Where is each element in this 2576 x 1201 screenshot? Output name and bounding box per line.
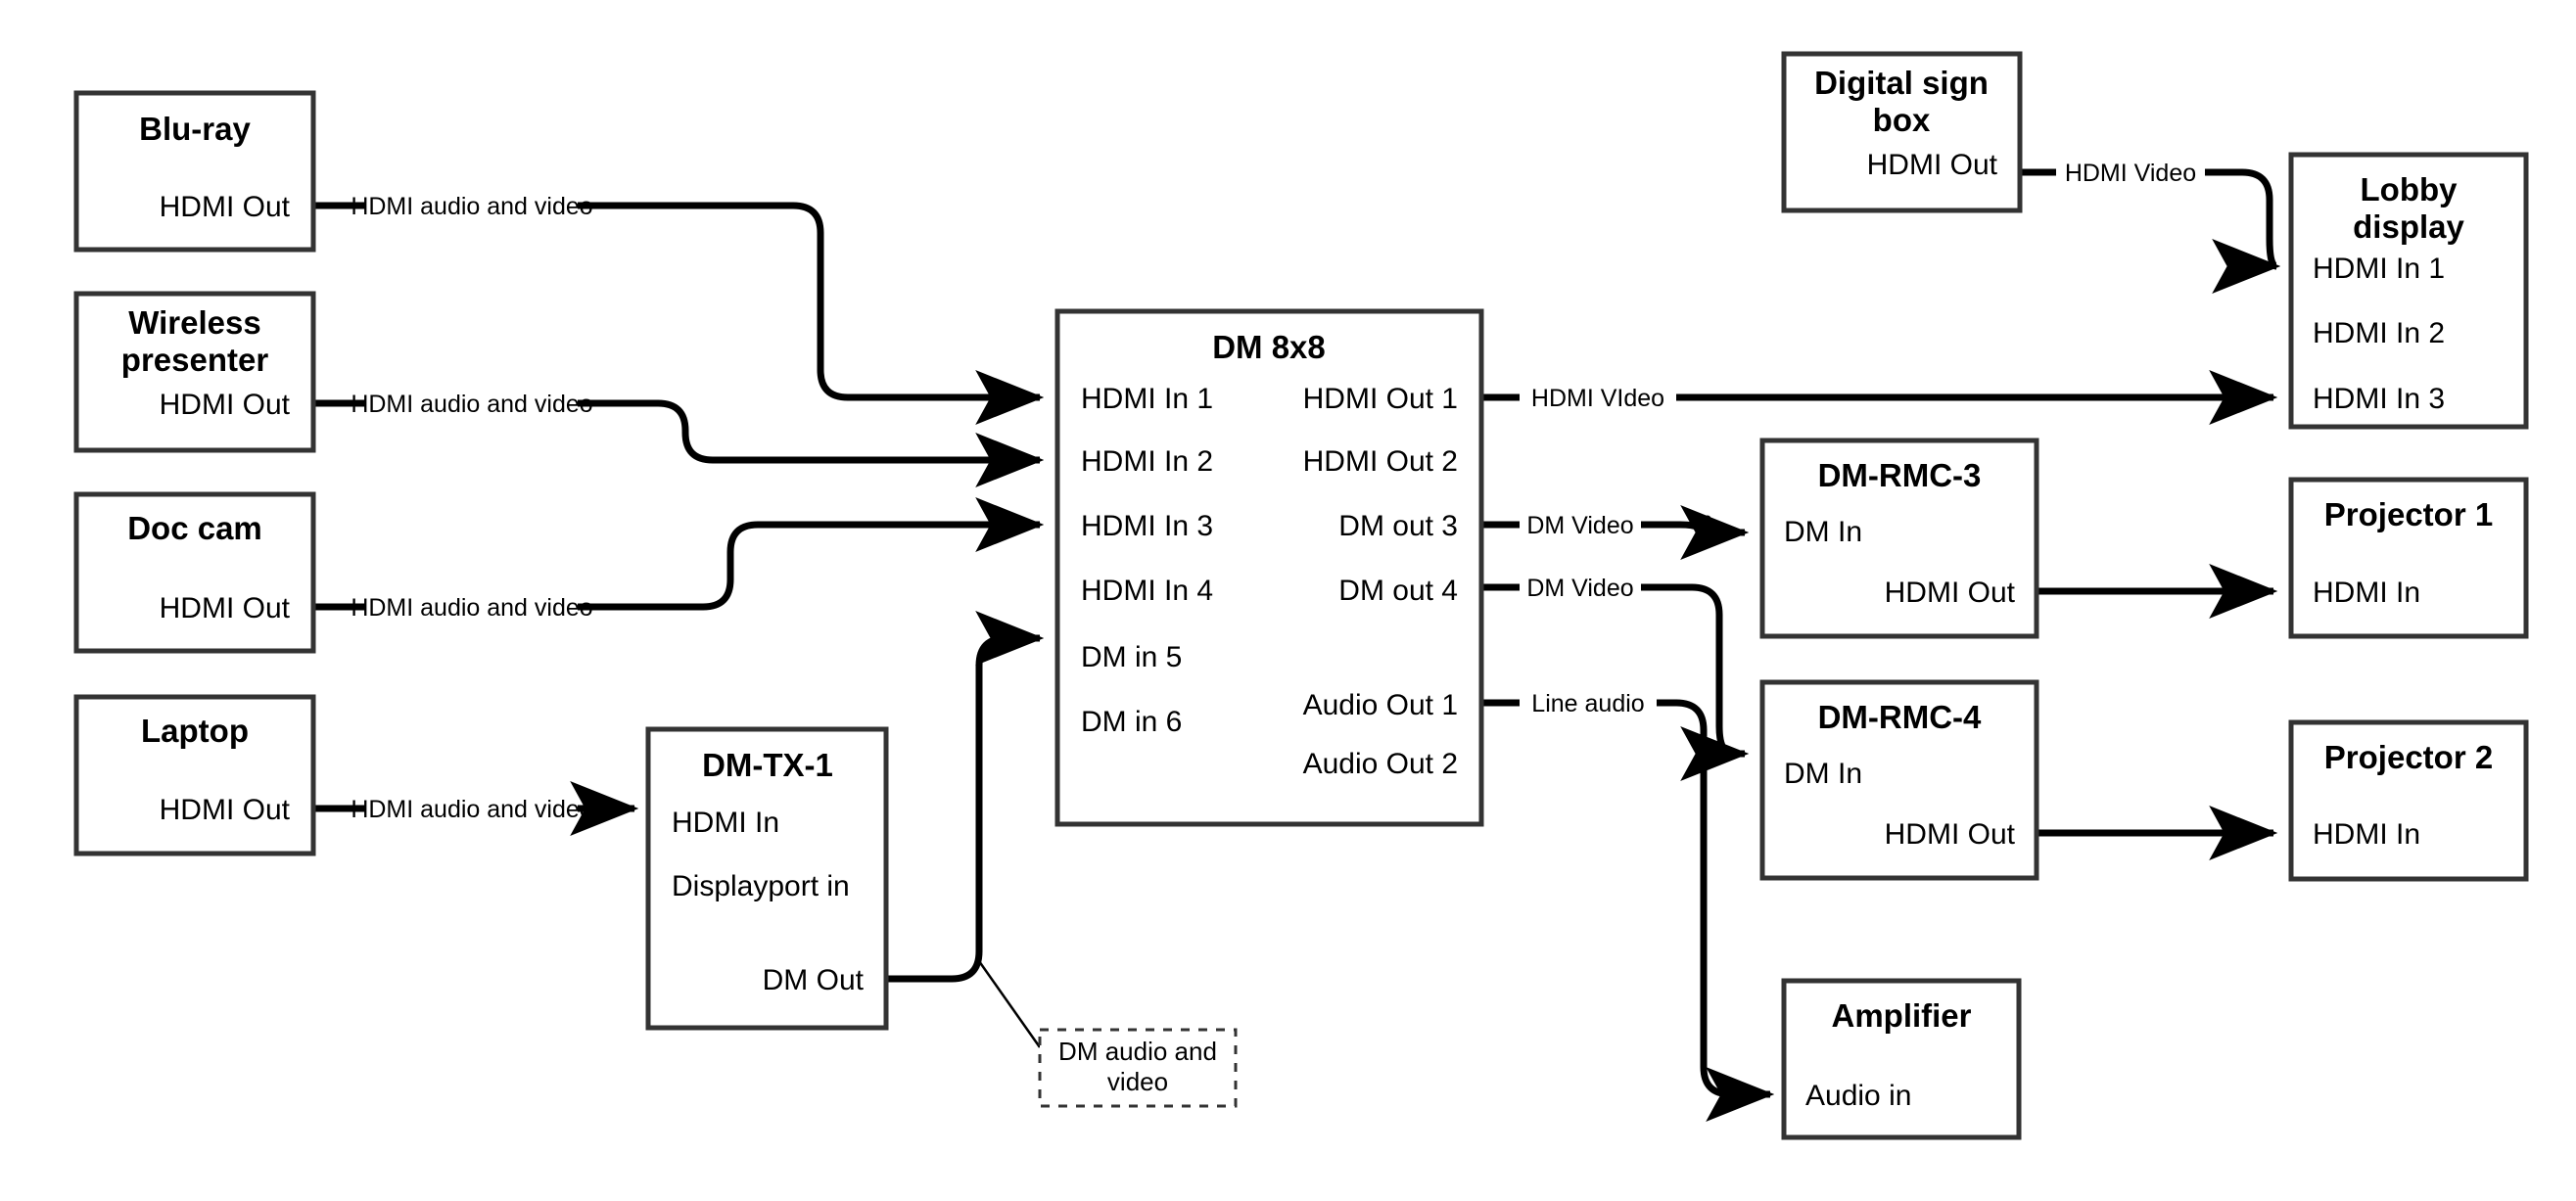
node-dm-8x8-output-hdmi-out-1: HDMI Out 1 <box>1303 383 1458 415</box>
node-projector-2-port-hdmi-in: HDMI In <box>2313 818 2420 851</box>
node-wireless-presenter-title-line1: Wireless <box>128 304 260 341</box>
node-lobby-display-input-hdmi-in-1: HDMI In 1 <box>2313 253 2445 285</box>
node-projector-1[interactable]: Projector 1 HDMI In <box>2288 477 2529 639</box>
edge-label-sign-to-lobby: HDMI Video <box>2065 160 2196 187</box>
wire-dmtx1-to-dm8x8 <box>886 611 1045 983</box>
node-dm-rmc-4-title: DM-RMC-4 <box>1818 699 1982 735</box>
node-dm-8x8-input-dm-in-5: DM in 5 <box>1081 641 1182 673</box>
annotation-dm-audio-and-video: DM audio and video <box>1038 1028 1238 1108</box>
node-wireless-presenter-box[interactable] <box>73 291 316 453</box>
edge-label-dm8x8-out4-to-rmc4: DM Video <box>1526 575 1633 602</box>
node-amplifier-port-audio-in: Audio in <box>1805 1080 1911 1112</box>
annotation-dm-audio-and-video-line1: DM audio and <box>1058 1037 1217 1066</box>
node-digital-sign-box-port-hdmi-out: HDMI Out <box>1867 149 1998 181</box>
wire-dm8x8-out4-to-rmc4 <box>1481 583 1745 754</box>
node-dm-8x8-box[interactable] <box>1054 308 1484 827</box>
node-lobby-display-title-line1: Lobby <box>2361 171 2459 208</box>
node-dm-rmc-3[interactable]: DM-RMC-3 DM In HDMI Out <box>1759 438 2039 639</box>
node-dm-8x8-input-hdmi-in-4: HDMI In 4 <box>1081 575 1213 607</box>
node-doc-cam-port-hdmi-out: HDMI Out <box>160 592 291 624</box>
annotation-dm-audio-and-video-box <box>1038 1028 1238 1108</box>
node-wireless-presenter-title-line2: presenter <box>121 342 269 378</box>
node-dm-8x8-input-hdmi-in-3: HDMI In 3 <box>1081 510 1213 542</box>
node-dm-tx-1-port-displayport-in: Displayport in <box>672 870 850 902</box>
node-bluray[interactable]: Blu-ray HDMI Out <box>73 90 316 253</box>
node-lobby-display-title-line2: display <box>2353 208 2464 245</box>
edge-label-doccam-to-dm8x8: HDMI audio and video <box>351 594 592 622</box>
node-bluray-box[interactable] <box>73 90 316 253</box>
node-wireless-presenter[interactable]: Wireless presenter HDMI Out <box>73 291 316 453</box>
node-bluray-port-hdmi-out: HDMI Out <box>160 191 291 223</box>
edge-label-wireless-to-dm8x8: HDMI audio and video <box>351 391 592 418</box>
node-lobby-display-box[interactable] <box>2288 152 2529 430</box>
node-amplifier[interactable]: Amplifier Audio in <box>1781 978 2022 1140</box>
wire-doccam-to-dm8x8 <box>313 525 1040 611</box>
node-bluray-title: Blu-ray <box>139 111 251 147</box>
node-doc-cam[interactable]: Doc cam HDMI Out <box>73 491 316 654</box>
node-dm-tx-1-title: DM-TX-1 <box>702 747 833 783</box>
edge-label-bluray-to-dm8x8: HDMI audio and video <box>351 193 592 220</box>
node-projector-2-box[interactable] <box>2288 719 2529 882</box>
node-dm-8x8-output-hdmi-out-2: HDMI Out 2 <box>1303 445 1458 478</box>
node-digital-sign-box-title-line2: box <box>1873 102 1931 138</box>
node-laptop-title: Laptop <box>141 713 249 749</box>
node-dm-rmc-3-port-hdmi-out: HDMI Out <box>1885 577 2016 609</box>
node-digital-sign-box-title-line1: Digital sign <box>1814 65 1989 101</box>
node-dm-8x8-input-hdmi-in-2: HDMI In 2 <box>1081 445 1213 478</box>
leader-line-dm-audio-video <box>977 960 1042 1048</box>
wire-dm8x8-audioout1-to-amp <box>1481 699 1770 1094</box>
node-dm-8x8-output-dm-out-3: DM out 3 <box>1338 510 1458 542</box>
edge-label-laptop-to-dmtx1: HDMI audio and video <box>351 796 592 823</box>
annotation-dm-audio-and-video-line2: video <box>1107 1067 1168 1096</box>
node-dm-8x8-input-hdmi-in-1: HDMI In 1 <box>1081 383 1213 415</box>
node-dm-rmc-3-box[interactable] <box>1759 438 2039 639</box>
node-projector-1-title: Projector 1 <box>2324 496 2493 532</box>
node-projector-2-title: Projector 2 <box>2324 739 2493 775</box>
node-dm-8x8-input-dm-in-6: DM in 6 <box>1081 706 1182 738</box>
node-dm-rmc-4-port-dm-in: DM In <box>1784 758 1862 790</box>
node-laptop[interactable]: Laptop HDMI Out <box>73 694 316 856</box>
node-dm-rmc-4-port-hdmi-out: HDMI Out <box>1885 818 2016 851</box>
edge-label-dm8x8-out3-to-rmc3: DM Video <box>1526 512 1633 539</box>
node-dm-rmc-3-title: DM-RMC-3 <box>1818 457 1982 493</box>
node-dm-rmc-4-box[interactable] <box>1759 679 2039 881</box>
node-doc-cam-title: Doc cam <box>127 510 262 546</box>
node-projector-1-box[interactable] <box>2288 477 2529 639</box>
node-dm-8x8-output-dm-out-4: DM out 4 <box>1338 575 1458 607</box>
node-projector-1-port-hdmi-in: HDMI In <box>2313 577 2420 609</box>
node-dm-rmc-4[interactable]: DM-RMC-4 DM In HDMI Out <box>1759 679 2039 881</box>
node-projector-2[interactable]: Projector 2 HDMI In <box>2288 719 2529 882</box>
node-digital-sign-box-box[interactable] <box>1781 51 2023 213</box>
wire-sign-to-lobby <box>2020 168 2276 266</box>
wire-bluray-to-dm8x8 <box>313 202 1040 397</box>
node-wireless-presenter-port-hdmi-out: HDMI Out <box>160 389 291 421</box>
node-dm-tx-1[interactable]: DM-TX-1 HDMI In Displayport in DM Out <box>645 726 889 1031</box>
wire-dm8x8-out3-to-rmc3 <box>1481 519 1745 538</box>
node-dm-8x8[interactable]: DM 8x8 HDMI In 1 HDMI In 2 HDMI In 3 HDM… <box>1054 308 1484 827</box>
node-dm-tx-1-box[interactable] <box>645 726 889 1031</box>
edge-label-dm8x8-hdmiout1-to-lobby: HDMI VIdeo <box>1531 385 1664 412</box>
node-digital-sign-box[interactable]: Digital sign box HDMI Out <box>1781 51 2023 213</box>
node-amplifier-title: Amplifier <box>1831 997 1971 1034</box>
node-dm-tx-1-port-hdmi-in: HDMI In <box>672 807 779 839</box>
node-lobby-display-input-hdmi-in-2: HDMI In 2 <box>2313 317 2445 349</box>
node-doc-cam-box[interactable] <box>73 491 316 654</box>
node-amplifier-box[interactable] <box>1781 978 2022 1140</box>
edge-label-dm8x8-audioout1-to-amp: Line audio <box>1531 690 1644 717</box>
wire-wireless-to-dm8x8 <box>313 403 1040 460</box>
node-dm-rmc-3-port-dm-in: DM In <box>1784 516 1862 548</box>
node-lobby-display-input-hdmi-in-3: HDMI In 3 <box>2313 383 2445 415</box>
node-dm-8x8-output-audio-out-2: Audio Out 2 <box>1303 748 1458 780</box>
node-dm-8x8-output-audio-out-1: Audio Out 1 <box>1303 689 1458 721</box>
node-dm-tx-1-port-dm-out: DM Out <box>763 964 865 996</box>
node-lobby-display[interactable]: Lobby display HDMI In 1 HDMI In 2 HDMI I… <box>2288 152 2529 430</box>
node-dm-8x8-title: DM 8x8 <box>1212 329 1326 365</box>
node-laptop-port-hdmi-out: HDMI Out <box>160 794 291 826</box>
node-laptop-box[interactable] <box>73 694 316 856</box>
